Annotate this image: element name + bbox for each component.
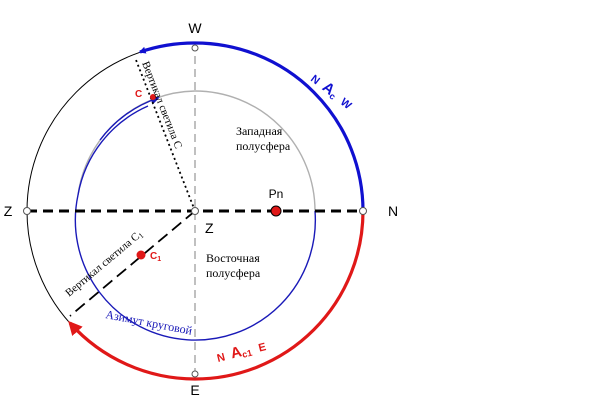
azimuth-circular-label: Азимут круговой xyxy=(104,307,194,338)
label-east: E xyxy=(190,382,199,398)
star-c-path-arrow xyxy=(99,96,160,141)
label-pole: Pn xyxy=(269,187,284,201)
label-zenith-center: Z xyxy=(205,220,214,236)
eastern-arc-label-e: E xyxy=(257,341,267,354)
label-north: N xyxy=(388,203,398,219)
vertical-c1-label-sub: 1 xyxy=(137,231,146,240)
point-center xyxy=(191,207,199,215)
label-star-c: C xyxy=(135,89,142,100)
point-n xyxy=(359,207,367,215)
vertical-c1-line xyxy=(69,210,196,317)
western-azimuth-arc xyxy=(138,41,365,212)
vertical-c-label: Вертикал светила С xyxy=(139,60,184,151)
vertical-c1-label-main: Вертикал светила С xyxy=(63,231,142,300)
label-zenith-left: Z xyxy=(4,203,13,219)
eastern-azimuth-arc xyxy=(68,210,365,381)
western-arc-label-a: A xyxy=(319,79,338,99)
star-c1-point xyxy=(136,250,146,260)
label-west: W xyxy=(188,20,202,36)
label-star-c1-main: C xyxy=(150,251,157,262)
vertical-c-line xyxy=(135,59,196,212)
western-hemisphere-label-2: полусфера xyxy=(236,139,291,153)
eastern-hemisphere-label-2: полусфера xyxy=(206,266,261,280)
western-arc-label-w: W xyxy=(338,96,354,112)
eastern-hemisphere-label-1: Восточная xyxy=(206,251,260,265)
eastern-arc-label: N Ac1 E xyxy=(215,337,268,368)
hemisphere-circle-gray xyxy=(77,90,316,212)
point-z-left xyxy=(23,207,31,215)
star-c-point xyxy=(150,94,156,100)
eastern-arc-label-sub: c1 xyxy=(241,348,253,360)
western-arc-label-sub: c xyxy=(327,91,337,102)
star-c-path-circle xyxy=(74,105,317,341)
western-hemisphere-label-1: Западная xyxy=(236,124,283,138)
label-star-c1-sub: 1 xyxy=(157,256,161,263)
western-arc-label-n: N xyxy=(308,73,322,87)
pole-point xyxy=(270,205,282,217)
eastern-arc-label-a: A xyxy=(229,343,244,362)
eastern-arc-label-n: N xyxy=(216,351,227,365)
label-star-c1: C1 xyxy=(150,251,161,263)
point-e xyxy=(191,370,199,378)
point-w xyxy=(191,44,199,52)
